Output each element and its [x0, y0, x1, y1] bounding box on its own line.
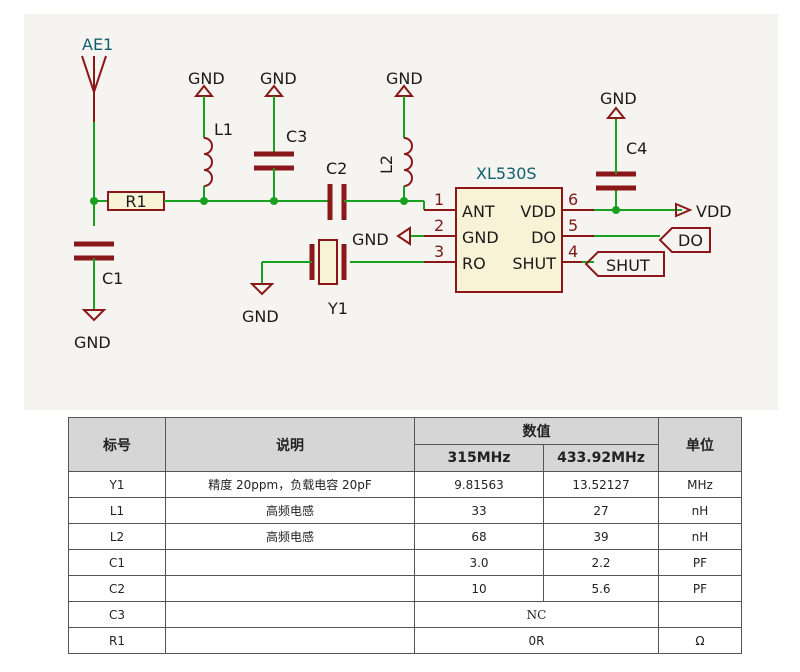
inductor-l2 [403, 137, 413, 187]
table-row: C2 10 5.6 PF [68, 575, 742, 602]
ic-xl530s [455, 187, 563, 293]
table-row: C1 3.0 2.2 PF [68, 549, 742, 576]
vdd-label: VDD [696, 202, 732, 221]
table-header-row: 标号 说明 数值 单位 [68, 417, 742, 472]
vdd-arrow [675, 202, 693, 218]
row-ref: L2 [68, 523, 166, 550]
row-unit: PF [658, 575, 742, 602]
c1-label: C1 [102, 269, 123, 288]
gnd-symbol-c4 [605, 106, 627, 119]
gnd-label-y1: GND [242, 307, 279, 326]
r1-label: R1 [125, 192, 146, 211]
pin-2-name: GND [462, 228, 499, 247]
row-value-315: 68 [414, 523, 544, 550]
antenna-ref: AE1 [82, 35, 113, 54]
gnd-label-l1: GND [188, 69, 225, 88]
pin-5-name: DO [531, 228, 556, 247]
row-value-315: 10 [414, 575, 544, 602]
row-unit: MHz [658, 471, 742, 498]
row-value-433: 5.6 [543, 575, 659, 602]
gnd-label-pin2: GND [352, 230, 389, 249]
row-desc [165, 549, 415, 576]
header-unit: 单位 [658, 417, 742, 472]
row-value-433: 13.52127 [543, 471, 659, 498]
header-433mhz: 433.92MHz [543, 444, 659, 472]
table-row: C3 NC [68, 601, 742, 628]
schematic-panel: AE1 R1 C1 GND GND L1 GND C3 C2 GND L2 [24, 14, 778, 410]
row-ref: C3 [68, 601, 166, 628]
gnd-label-c3: GND [260, 69, 297, 88]
row-unit: nH [658, 523, 742, 550]
l1-label: L1 [214, 120, 233, 139]
pin-6-name: VDD [520, 202, 556, 221]
pin-4-name: SHUT [512, 254, 556, 273]
do-net-flag [658, 227, 711, 253]
pin-3-name: RO [462, 254, 486, 273]
capacitor-c1 [74, 241, 114, 261]
gnd-label-c4: GND [600, 89, 637, 108]
gnd-symbol-y1 [249, 283, 275, 296]
bom-table: 标号 说明 数值 单位 315MHz 433.92MHz Y1 精度 20ppm… [68, 417, 742, 654]
row-value-315: 9.81563 [414, 471, 544, 498]
shut-net-flag [584, 251, 665, 277]
header-value: 数值 [414, 417, 659, 445]
row-ref: L1 [68, 497, 166, 524]
row-desc: 高频电感 [165, 497, 415, 524]
row-ref: R1 [68, 627, 166, 654]
row-desc: 精度 20ppm，负载电容 20pF [165, 471, 415, 498]
header-315mhz: 315MHz [414, 444, 544, 472]
shut-label: SHUT [606, 256, 650, 275]
inductor-l1 [203, 137, 213, 187]
row-ref: C1 [68, 549, 166, 576]
capacitor-c2 [327, 184, 347, 220]
y1-label: Y1 [327, 299, 348, 318]
table-row: L1 高频电感 33 27 nH [68, 497, 742, 524]
row-unit: PF [658, 549, 742, 576]
circuit-schematic: AE1 R1 C1 GND GND L1 GND C3 C2 GND L2 [74, 35, 732, 352]
row-ref: C2 [68, 575, 166, 602]
gnd-symbol-c1 [81, 309, 107, 322]
row-desc: 高频电感 [165, 523, 415, 550]
gnd-label-l2: GND [386, 69, 423, 88]
pin-1-number: 1 [434, 190, 444, 209]
ic-ref: XL530S [476, 164, 537, 183]
pin-2-number: 2 [434, 216, 444, 235]
row-value-433: 2.2 [543, 549, 659, 576]
row-unit: nH [658, 497, 742, 524]
header-ref: 标号 [68, 417, 166, 472]
row-value-merged: 0R [414, 627, 659, 654]
row-value-433: 39 [543, 523, 659, 550]
row-desc [165, 601, 415, 628]
capacitor-c3 [254, 151, 294, 171]
row-desc [165, 627, 415, 654]
table-row: L2 高频电感 68 39 nH [68, 523, 742, 550]
gnd-symbol-pin2 [396, 226, 411, 246]
row-value-merged: NC [414, 601, 659, 628]
row-unit [658, 601, 742, 628]
table-row: R1 0R Ω [68, 627, 742, 654]
gnd-label-c1: GND [74, 333, 111, 352]
row-value-315: 33 [414, 497, 544, 524]
row-ref: Y1 [68, 471, 166, 498]
c2-label: C2 [326, 159, 347, 178]
capacitor-c4 [596, 171, 636, 191]
row-unit: Ω [658, 627, 742, 654]
do-label: DO [678, 231, 703, 250]
pin-4-number: 4 [568, 242, 578, 261]
crystal-y1 [309, 239, 347, 285]
c3-label: C3 [286, 127, 307, 146]
row-desc [165, 575, 415, 602]
row-value-315: 3.0 [414, 549, 544, 576]
pin-5-number: 5 [568, 216, 578, 235]
c4-label: C4 [626, 139, 647, 158]
table-row: Y1 精度 20ppm，负载电容 20pF 9.81563 13.52127 M… [68, 471, 742, 498]
pin-3-number: 3 [434, 242, 444, 261]
antenna-ae1: AE1 [81, 35, 113, 122]
pin-1-name: ANT [462, 202, 495, 221]
pin-6-number: 6 [568, 190, 578, 209]
row-value-433: 27 [543, 497, 659, 524]
header-desc: 说明 [165, 417, 415, 472]
l2-label: L2 [377, 155, 396, 174]
